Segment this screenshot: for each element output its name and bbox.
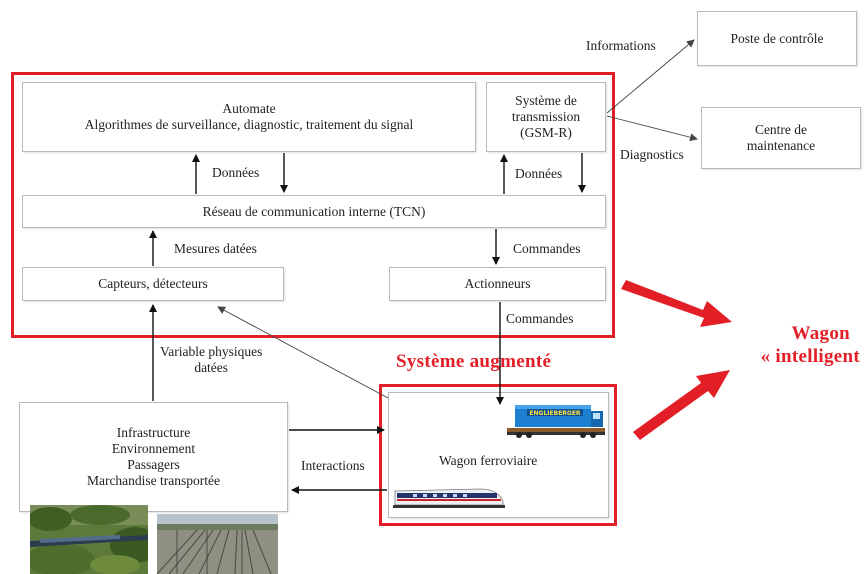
variable-line-2: datées <box>194 360 229 375</box>
infrastructure-box: Infrastructure Environnement Passagers M… <box>19 402 288 512</box>
commandes-upper-label: Commandes <box>513 241 581 256</box>
capteurs-label: Capteurs, détecteurs <box>98 276 208 291</box>
variable-line-1: Variable physiques <box>160 344 263 359</box>
arrow-wagon-to-capteurs <box>217 306 389 399</box>
infra-line-2: Environnement <box>111 441 196 456</box>
wagon-intelligent-line-2: « intelligent <box>760 346 860 367</box>
red-arrow-upper <box>621 280 732 327</box>
transmission-line-2: transmission <box>511 109 581 124</box>
red-arrow-lower <box>633 370 730 440</box>
centre-maintenance-box: Centre de maintenance <box>701 107 861 169</box>
automate-title: Automate <box>222 101 276 116</box>
actionneurs-label: Actionneurs <box>464 276 531 291</box>
variable-physiques-label: Variable physiques datées <box>160 344 262 376</box>
actionneurs-box: Actionneurs <box>389 267 606 301</box>
automate-box: Automate Algorithmes de surveillance, di… <box>22 82 476 152</box>
landscape-train-photo <box>30 505 148 574</box>
infra-line-3: Passagers <box>127 457 180 472</box>
transmission-box: Système de transmission (GSM-R) <box>486 82 606 152</box>
wagon-frame <box>379 384 617 526</box>
centre-line-2: maintenance <box>746 138 816 153</box>
diagnostics-label: Diagnostics <box>620 147 684 162</box>
wagon-intelligent-line-1: Wagon <box>791 323 850 344</box>
donnees-right-label: Données <box>515 166 563 181</box>
truck-wagon-icon: ENGLIEBERGER <box>507 405 605 438</box>
capteurs-box: Capteurs, détecteurs <box>22 267 284 301</box>
tcn-label: Réseau de communication interne (TCN) <box>202 203 426 219</box>
infra-line-1: Infrastructure <box>116 425 191 440</box>
poste-controle-label: Poste de contrôle <box>730 30 824 46</box>
passenger-train-icon <box>393 488 505 508</box>
donnees-left-label: Données <box>212 165 260 180</box>
railway-yard-photo <box>157 514 278 574</box>
systeme-augmente-title: Système augmenté <box>396 351 552 372</box>
mesures-datees-label: Mesures datées <box>174 241 257 256</box>
truck-sign: ENGLIEBERGER <box>529 410 581 417</box>
wagon-label: Wagon ferroviaire <box>439 453 538 468</box>
wagon-intelligent-title: Wagon « intelligent <box>710 322 860 368</box>
tcn-box: Réseau de communication interne (TCN) <box>22 195 606 228</box>
centre-line-1: Centre de <box>754 122 808 137</box>
infra-line-4: Marchandise transportée <box>86 473 221 488</box>
automate-description: Algorithmes de surveillance, diagnostic,… <box>84 117 414 132</box>
transmission-line-1: Système de <box>515 93 577 108</box>
poste-controle-box: Poste de contrôle <box>697 11 857 66</box>
interactions-label: Interactions <box>301 458 365 473</box>
commandes-lower-label: Commandes <box>506 311 574 326</box>
transmission-line-3: (GSM-R) <box>520 125 572 140</box>
informations-label: Informations <box>586 38 656 53</box>
internal-system-frame <box>11 72 615 338</box>
arrow-informations <box>606 39 695 114</box>
arrow-diagnostics <box>606 115 698 142</box>
